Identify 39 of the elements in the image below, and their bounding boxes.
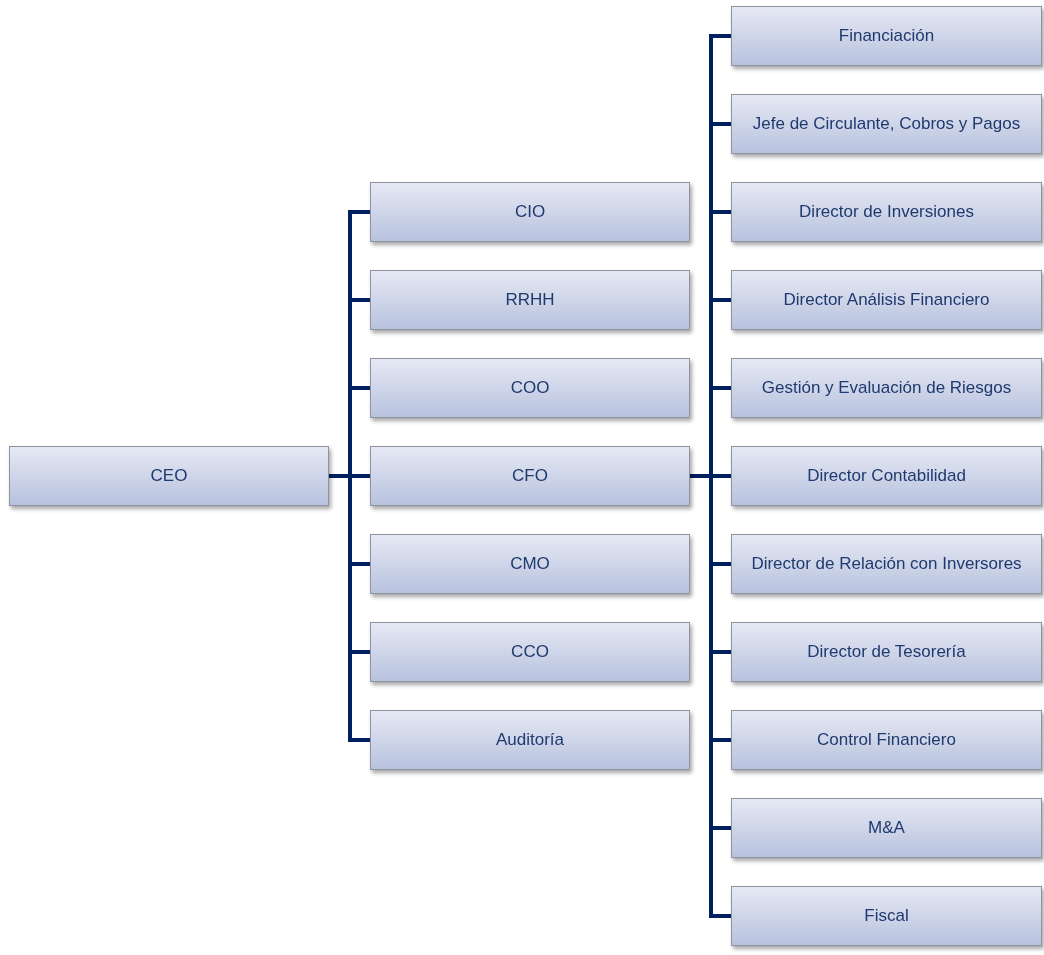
role-label: CFO xyxy=(512,465,548,487)
role-box xyxy=(370,358,690,418)
role-label: CEO xyxy=(150,465,188,487)
connector-line xyxy=(690,474,731,918)
role-box xyxy=(731,270,1042,330)
role-box xyxy=(370,182,690,242)
role-box xyxy=(731,6,1042,66)
role-label: Director de Inversiones xyxy=(799,201,974,223)
role-label: Gestión y Evaluación de Riesgos xyxy=(761,377,1012,399)
role-box xyxy=(731,182,1042,242)
role-label: Director de Relación con Inversores xyxy=(751,553,1022,575)
role-box xyxy=(731,534,1042,594)
role-box xyxy=(370,622,690,682)
role-box xyxy=(731,710,1042,770)
role-label: Auditoría xyxy=(495,729,564,751)
role-label: Financiación xyxy=(838,25,935,47)
role-label: Fiscal xyxy=(864,905,909,927)
role-label: COO xyxy=(510,377,550,399)
role-box xyxy=(370,534,690,594)
role-box xyxy=(731,622,1042,682)
role-label: Jefe de Circulante, Cobros y Pagos xyxy=(752,113,1021,135)
role-label: Director Contabilidad xyxy=(807,465,966,487)
role-label: Director de Tesorería xyxy=(807,641,966,663)
role-box xyxy=(731,358,1042,418)
role-label: CMO xyxy=(510,553,550,575)
role-box xyxy=(731,886,1042,946)
role-box xyxy=(731,446,1042,506)
role-box xyxy=(9,446,329,506)
role-label: Control Financiero xyxy=(817,729,956,751)
role-box xyxy=(370,710,690,770)
role-label: RRHH xyxy=(505,289,555,311)
role-label: CIO xyxy=(514,201,546,223)
role-box xyxy=(370,446,690,506)
role-label: Director Análisis Financiero xyxy=(783,289,990,311)
role-box xyxy=(731,798,1042,858)
role-label: CCO xyxy=(511,641,549,663)
role-label: M&A xyxy=(868,817,905,839)
role-box xyxy=(731,94,1042,154)
role-box xyxy=(370,270,690,330)
